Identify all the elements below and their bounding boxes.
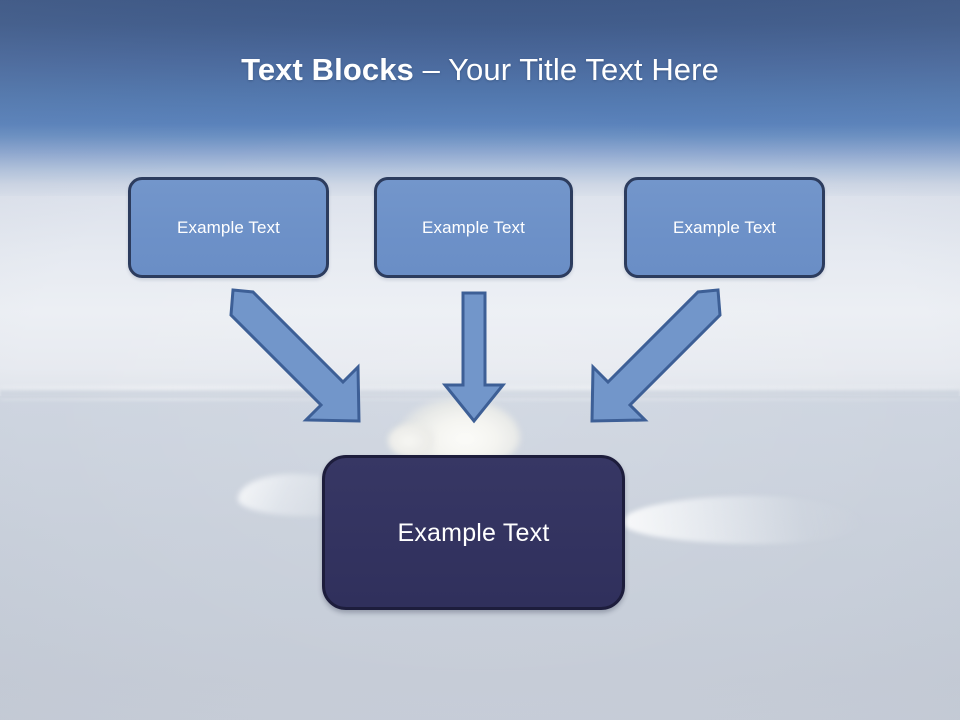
polar-bear-head [388,424,434,458]
ice-floe-right [622,496,862,544]
text-block-summary[interactable]: Example Text [322,455,625,610]
slide-title-rest: – Your Title Text Here [413,52,719,87]
text-block-1-label: Example Text [177,217,280,237]
slide-title: Text Blocks – Your Title Text Here [0,50,960,90]
text-block-3[interactable]: Example Text [624,177,825,278]
text-block-2[interactable]: Example Text [374,177,573,278]
background-sky [0,0,960,200]
text-block-3-label: Example Text [673,217,776,237]
text-block-summary-label: Example Text [397,518,550,547]
text-block-2-label: Example Text [422,217,525,237]
slide-title-strong: Text Blocks [241,52,414,87]
text-block-1[interactable]: Example Text [128,177,329,278]
